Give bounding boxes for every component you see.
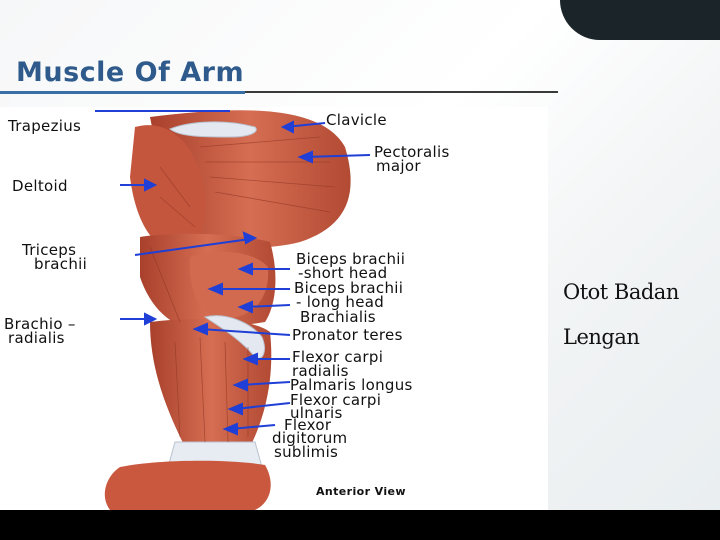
forearm-muscle-shape <box>150 319 272 454</box>
muscle-fiber-lines <box>149 136 336 443</box>
label-pectoralis-1: Pectoralis <box>374 143 450 161</box>
label-brachioradialis-2: radialis <box>8 329 65 347</box>
label-flexor-digitorum-3: sublimis <box>274 443 339 461</box>
label-flexor-carpi-radialis-1: Flexor carpi <box>292 348 384 366</box>
arm-muscle-drawing <box>95 110 371 510</box>
label-flexor-digitorum-2: digitorum <box>272 429 348 447</box>
label-trapezius: Trapezius <box>8 117 82 135</box>
label-pronator-teres: Pronator teres <box>292 326 403 344</box>
label-flexor-digitorum-1: Flexor <box>284 416 332 434</box>
label-flexor-carpi-ulnaris-1: Flexor carpi <box>290 391 382 409</box>
hand-shape <box>104 460 271 510</box>
label-deltoid: Deltoid <box>12 177 68 195</box>
clavicle-bone-shape <box>169 121 257 138</box>
label-clavicle: Clavicle <box>326 111 387 129</box>
label-biceps-short-1: Biceps brachii <box>296 250 406 268</box>
label-brachialis: Brachialis <box>300 308 376 326</box>
pointer-arrows <box>95 110 371 436</box>
corner-decoration <box>560 0 720 40</box>
label-flexor-carpi-ulnaris-2: ulnaris <box>290 404 343 422</box>
label-anterior-view: Anterior View <box>316 485 406 498</box>
label-pectoralis-2: major <box>376 157 421 175</box>
label-biceps-short-2: -short head <box>298 264 388 282</box>
side-label-lengan: Lengan <box>563 325 640 349</box>
elbow-tendon-shape <box>203 315 265 359</box>
label-biceps-long-1: Biceps brachii <box>294 279 404 297</box>
title-underline <box>0 91 558 93</box>
side-label-otot-badan: Otot Badan <box>563 280 679 304</box>
title-underline-accent <box>0 91 245 94</box>
slide-title: Muscle Of Arm <box>16 57 245 88</box>
arm-muscle-illustration: Trapezius Clavicle Pectoralis major Delt… <box>0 107 548 510</box>
label-brachioradialis-1: Brachio – <box>4 315 76 333</box>
label-palmaris-longus: Palmaris longus <box>290 376 413 394</box>
label-flexor-carpi-radialis-2: radialis <box>292 362 349 380</box>
label-biceps-long-2: - long head <box>296 293 385 311</box>
label-triceps-2: brachii <box>34 255 88 273</box>
label-triceps-1: Triceps <box>22 241 77 259</box>
